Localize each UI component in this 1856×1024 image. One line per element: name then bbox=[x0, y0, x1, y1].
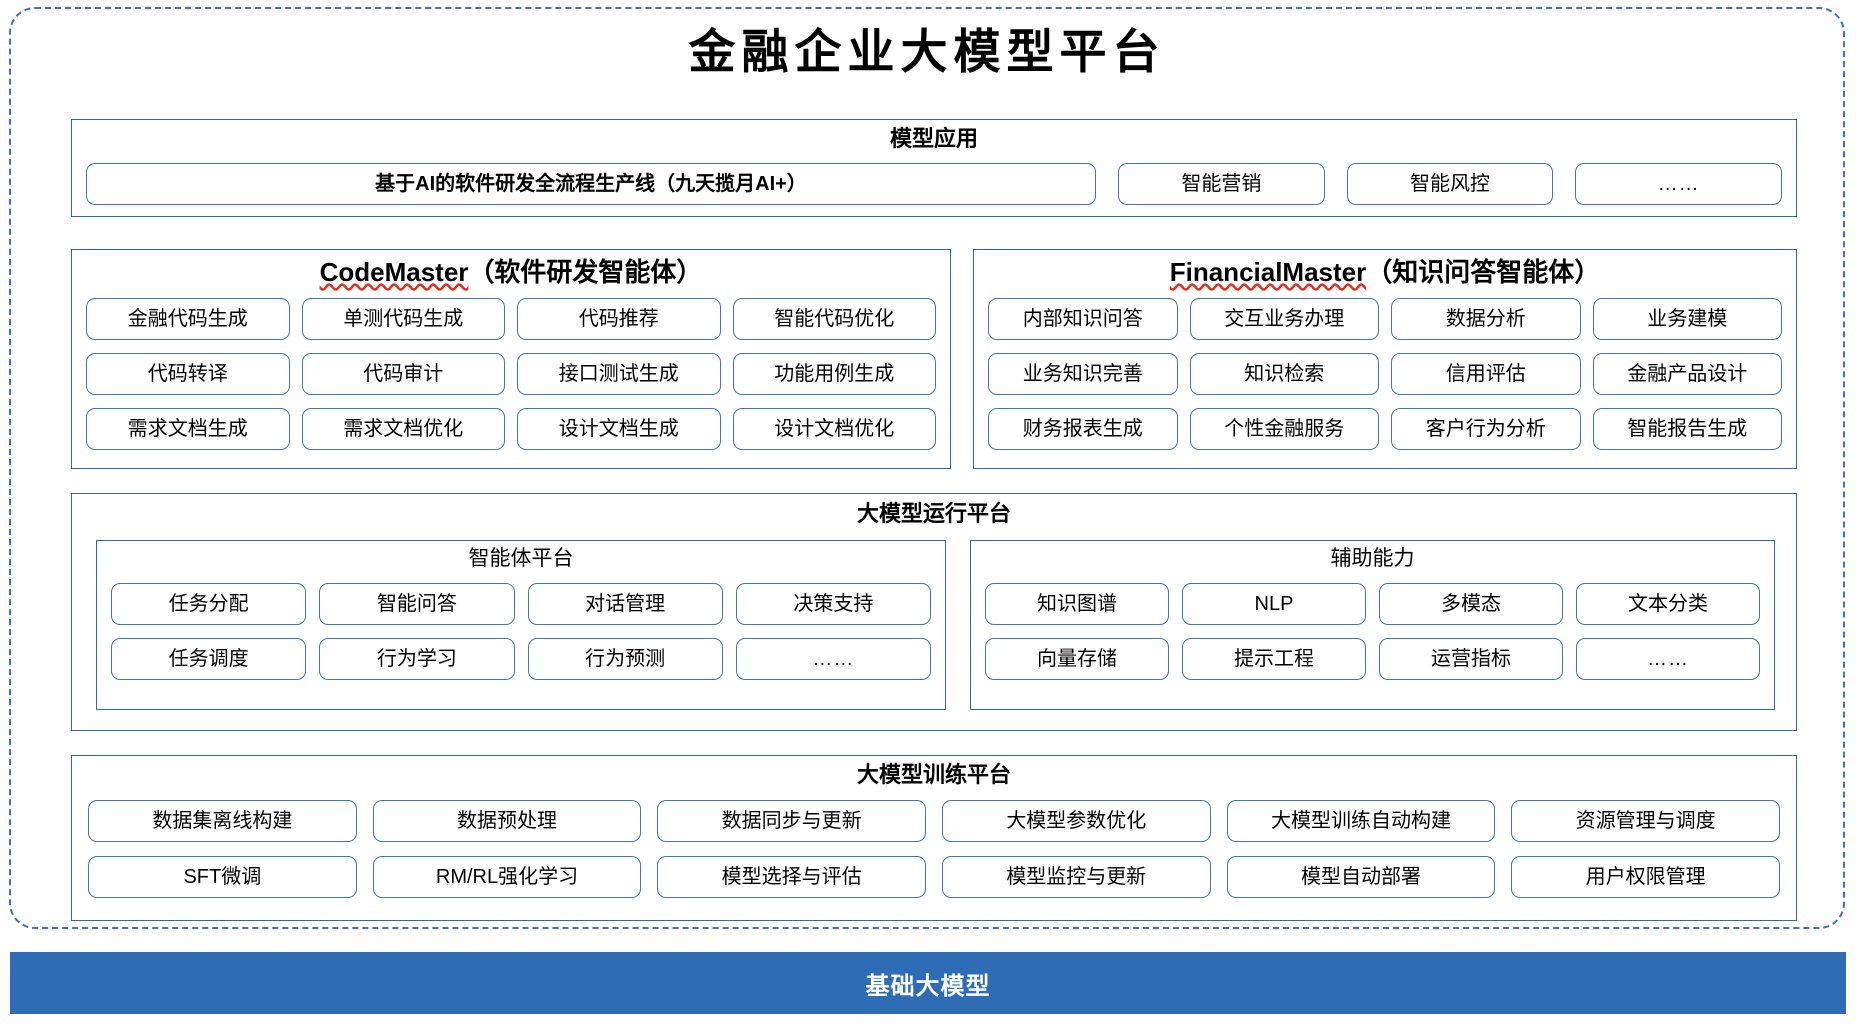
codemaster-item[interactable]: 功能用例生成 bbox=[732, 353, 936, 395]
auxiliary-item[interactable]: 运营指标 bbox=[1379, 638, 1563, 680]
agent-platform-item[interactable]: 任务分配 bbox=[111, 583, 307, 625]
codemaster-item[interactable]: 接口测试生成 bbox=[517, 353, 721, 395]
training-item[interactable]: 大模型参数优化 bbox=[941, 800, 1211, 842]
codemaster-item[interactable]: 需求文档生成 bbox=[86, 408, 290, 450]
auxiliary-item-more[interactable]: …… bbox=[1576, 638, 1760, 680]
section-codemaster: CodeMaster（软件研发智能体） 金融代码生成 单测代码生成 代码推荐 智… bbox=[71, 249, 951, 469]
auxiliary-item[interactable]: 向量存储 bbox=[985, 638, 1169, 680]
agent-platform-item[interactable]: 任务调度 bbox=[111, 638, 307, 680]
codemaster-capability-grid: 金融代码生成 单测代码生成 代码推荐 智能代码优化 代码转译 代码审计 接口测试… bbox=[86, 298, 936, 450]
codemaster-suffix: （软件研发智能体） bbox=[468, 257, 703, 287]
model-applications-item-row: 基于AI的软件研发全流程生产线（九天揽月AI+） 智能营销 智能风控 …… bbox=[86, 163, 1783, 205]
agent-platform-item-more[interactable]: …… bbox=[735, 638, 931, 680]
codemaster-item[interactable]: 金融代码生成 bbox=[86, 298, 290, 340]
financialmaster-item[interactable]: 内部知识问答 bbox=[988, 298, 1178, 340]
app-item-smart-marketing[interactable]: 智能营销 bbox=[1118, 163, 1325, 205]
section-title-runtime-platform: 大模型运行平台 bbox=[856, 501, 1011, 526]
financialmaster-name: FinancialMaster bbox=[1169, 257, 1367, 287]
auxiliary-item[interactable]: 知识图谱 bbox=[985, 583, 1169, 625]
training-item[interactable]: 数据集离线构建 bbox=[88, 800, 357, 842]
codemaster-item[interactable]: 代码推荐 bbox=[517, 298, 721, 340]
subsection-title-auxiliary-capability: 辅助能力 bbox=[1330, 547, 1415, 570]
agent-platform-item[interactable]: 行为学习 bbox=[319, 638, 515, 680]
financialmaster-item[interactable]: 财务报表生成 bbox=[988, 408, 1178, 450]
section-title-model-applications: 模型应用 bbox=[889, 126, 978, 151]
section-financialmaster: FinancialMaster（知识问答智能体） 内部知识问答 交互业务办理 数… bbox=[973, 249, 1797, 469]
foundation-model-label: 基础大模型 bbox=[865, 972, 991, 1000]
training-item[interactable]: SFT微调 bbox=[88, 856, 357, 898]
codemaster-item[interactable]: 需求文档优化 bbox=[301, 408, 505, 450]
agent-platform-item[interactable]: 对话管理 bbox=[527, 583, 723, 625]
financialmaster-item[interactable]: 个性金融服务 bbox=[1189, 408, 1379, 450]
training-item[interactable]: 数据同步与更新 bbox=[657, 800, 926, 842]
section-runtime-platform: 大模型运行平台 智能体平台 任务分配 智能问答 对话管理 决策支持 任务调度 行… bbox=[71, 493, 1797, 731]
financialmaster-item[interactable]: 业务建模 bbox=[1592, 298, 1782, 340]
agent-platform-item[interactable]: 决策支持 bbox=[735, 583, 931, 625]
section-model-applications: 模型应用 基于AI的软件研发全流程生产线（九天揽月AI+） 智能营销 智能风控 … bbox=[71, 119, 1797, 217]
codemaster-heading: CodeMaster（软件研发智能体） bbox=[72, 258, 950, 287]
subsection-title-agent-platform: 智能体平台 bbox=[468, 547, 574, 570]
auxiliary-item[interactable]: 提示工程 bbox=[1182, 638, 1366, 680]
app-item-more[interactable]: …… bbox=[1575, 163, 1783, 205]
training-item-grid: 数据集离线构建 数据预处理 数据同步与更新 大模型参数优化 大模型训练自动构建 … bbox=[88, 800, 1780, 898]
financialmaster-capability-grid: 内部知识问答 交互业务办理 数据分析 业务建模 业务知识完善 知识检索 信用评估… bbox=[988, 298, 1782, 450]
agent-platform-item[interactable]: 智能问答 bbox=[319, 583, 515, 625]
training-item[interactable]: 模型监控与更新 bbox=[941, 856, 1211, 898]
financialmaster-heading: FinancialMaster（知识问答智能体） bbox=[974, 258, 1796, 287]
section-training-platform: 大模型训练平台 数据集离线构建 数据预处理 数据同步与更新 大模型参数优化 大模… bbox=[71, 755, 1797, 921]
training-item[interactable]: 模型选择与评估 bbox=[657, 856, 926, 898]
training-item[interactable]: 数据预处理 bbox=[372, 800, 642, 842]
section-title-training-platform: 大模型训练平台 bbox=[856, 762, 1011, 787]
page-title: 金融企业大模型平台 bbox=[688, 25, 1166, 80]
financialmaster-item[interactable]: 信用评估 bbox=[1391, 353, 1581, 395]
app-item-smart-risk-control[interactable]: 智能风控 bbox=[1346, 163, 1554, 205]
financialmaster-item[interactable]: 交互业务办理 bbox=[1189, 298, 1379, 340]
codemaster-item[interactable]: 设计文档生成 bbox=[517, 408, 721, 450]
auxiliary-item-grid: 知识图谱 NLP 多模态 文本分类 向量存储 提示工程 运营指标 …… bbox=[985, 583, 1760, 680]
subsection-agent-platform: 智能体平台 任务分配 智能问答 对话管理 决策支持 任务调度 行为学习 行为预测… bbox=[96, 540, 946, 710]
app-item-ai-sdlc-pipeline[interactable]: 基于AI的软件研发全流程生产线（九天揽月AI+） bbox=[86, 163, 1096, 205]
agent-platform-item[interactable]: 行为预测 bbox=[527, 638, 723, 680]
foundation-model-bar: 基础大模型 bbox=[10, 952, 1846, 1014]
financialmaster-item[interactable]: 数据分析 bbox=[1391, 298, 1581, 340]
codemaster-item[interactable]: 代码转译 bbox=[86, 353, 290, 395]
training-item[interactable]: 大模型训练自动构建 bbox=[1226, 800, 1496, 842]
financialmaster-item[interactable]: 金融产品设计 bbox=[1592, 353, 1782, 395]
financialmaster-item[interactable]: 知识检索 bbox=[1189, 353, 1379, 395]
financialmaster-item[interactable]: 业务知识完善 bbox=[988, 353, 1178, 395]
diagram-outer-frame: 金融企业大模型平台 模型应用 基于AI的软件研发全流程生产线（九天揽月AI+） … bbox=[9, 7, 1845, 929]
auxiliary-item[interactable]: NLP bbox=[1182, 583, 1366, 625]
financialmaster-suffix: （知识问答智能体） bbox=[1366, 257, 1601, 287]
financialmaster-item[interactable]: 智能报告生成 bbox=[1592, 408, 1782, 450]
auxiliary-item[interactable]: 文本分类 bbox=[1576, 583, 1760, 625]
financialmaster-item[interactable]: 客户行为分析 bbox=[1391, 408, 1581, 450]
codemaster-item[interactable]: 代码审计 bbox=[301, 353, 505, 395]
training-item[interactable]: 模型自动部署 bbox=[1226, 856, 1496, 898]
codemaster-item[interactable]: 单测代码生成 bbox=[301, 298, 505, 340]
codemaster-item[interactable]: 设计文档优化 bbox=[732, 408, 936, 450]
auxiliary-item[interactable]: 多模态 bbox=[1379, 583, 1563, 625]
training-item[interactable]: RM/RL强化学习 bbox=[372, 856, 642, 898]
training-item[interactable]: 用户权限管理 bbox=[1511, 856, 1780, 898]
subsection-auxiliary-capability: 辅助能力 知识图谱 NLP 多模态 文本分类 向量存储 提示工程 运营指标 …… bbox=[970, 540, 1775, 710]
training-item[interactable]: 资源管理与调度 bbox=[1511, 800, 1780, 842]
codemaster-item[interactable]: 智能代码优化 bbox=[732, 298, 936, 340]
agent-platform-item-grid: 任务分配 智能问答 对话管理 决策支持 任务调度 行为学习 行为预测 …… bbox=[111, 583, 931, 680]
codemaster-name: CodeMaster bbox=[319, 257, 469, 287]
